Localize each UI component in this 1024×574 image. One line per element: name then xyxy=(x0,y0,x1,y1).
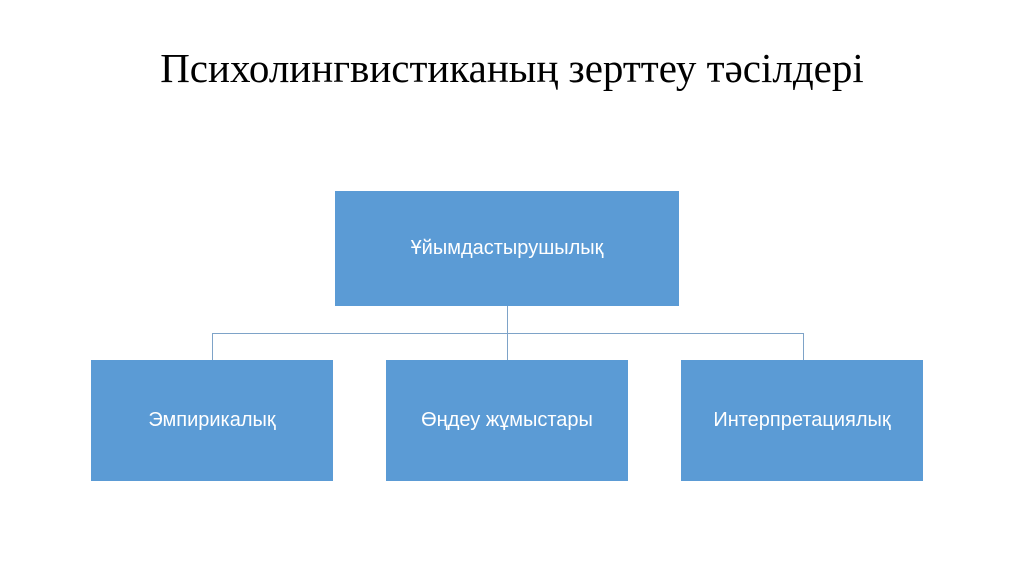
child-node-label: Өңдеу жұмыстары xyxy=(421,409,593,431)
slide-title: Психолингвистиканың зерттеу тәсілдері xyxy=(160,45,864,91)
child-node-processing: Өңдеу жұмыстары xyxy=(386,360,628,481)
connector-left-down xyxy=(212,333,213,360)
child-node-interpretation: Интерпретациялық xyxy=(681,360,923,481)
child-node-label: Эмпирикалық xyxy=(148,409,276,431)
connector-right-down xyxy=(803,333,804,360)
root-node-label: Ұйымдастырушылық xyxy=(410,237,604,259)
connector-horizontal xyxy=(212,333,804,334)
child-node-label: Интерпретациялық xyxy=(713,409,891,431)
child-node-empirical: Эмпирикалық xyxy=(91,360,333,481)
root-node: Ұйымдастырушылық xyxy=(335,191,679,306)
